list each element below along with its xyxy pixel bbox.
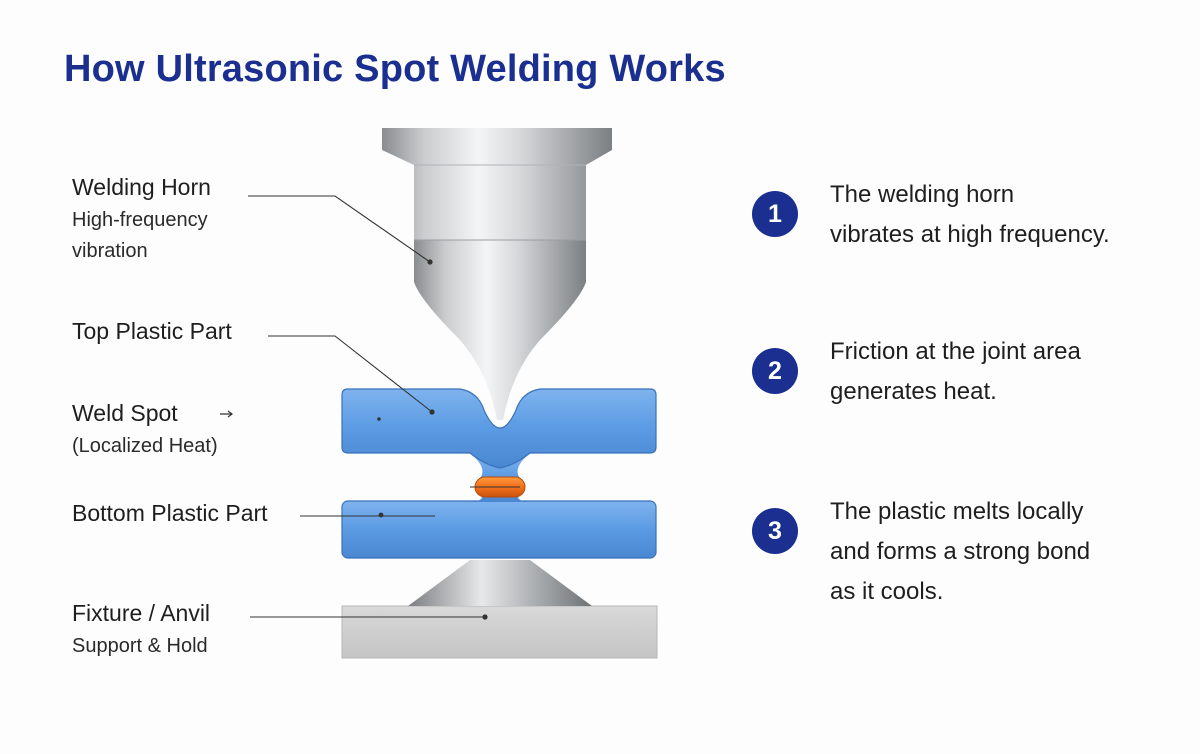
step-badge: 2 [752,348,798,394]
label-fixture-anvil: Fixture / Anvil Support & Hold [72,600,211,657]
top-plastic-part-shape [341,388,657,469]
leader-top-plastic-part [268,335,433,413]
bottom-plastic-part-shape [341,500,657,559]
step-text: Friction at the joint area generates hea… [830,338,1081,405]
welding-horn-lower [414,240,586,420]
label-top-plastic-part: Top Plastic Part [72,318,232,344]
step-badge: 1 [752,191,798,237]
page-title: How Ultrasonic Spot Welding Works [64,48,726,90]
step-text: The welding horn vibrates at high freque… [830,181,1110,248]
step-text: The plastic melts locally and forms a st… [830,498,1091,605]
weld-spot-arrow [220,410,233,418]
step-badge: 3 [752,508,798,554]
leader-welding-horn [248,195,431,263]
anvil-block [341,605,658,659]
label-bottom-plastic-part: Bottom Plastic Part [72,500,268,526]
label-weld-spot: Weld Spot (Localized Heat) [72,400,218,457]
anvil-cone [408,560,592,606]
label-welding-horn: Welding Horn High-frequency vibration [72,174,211,262]
welding-horn-upper [382,128,612,240]
